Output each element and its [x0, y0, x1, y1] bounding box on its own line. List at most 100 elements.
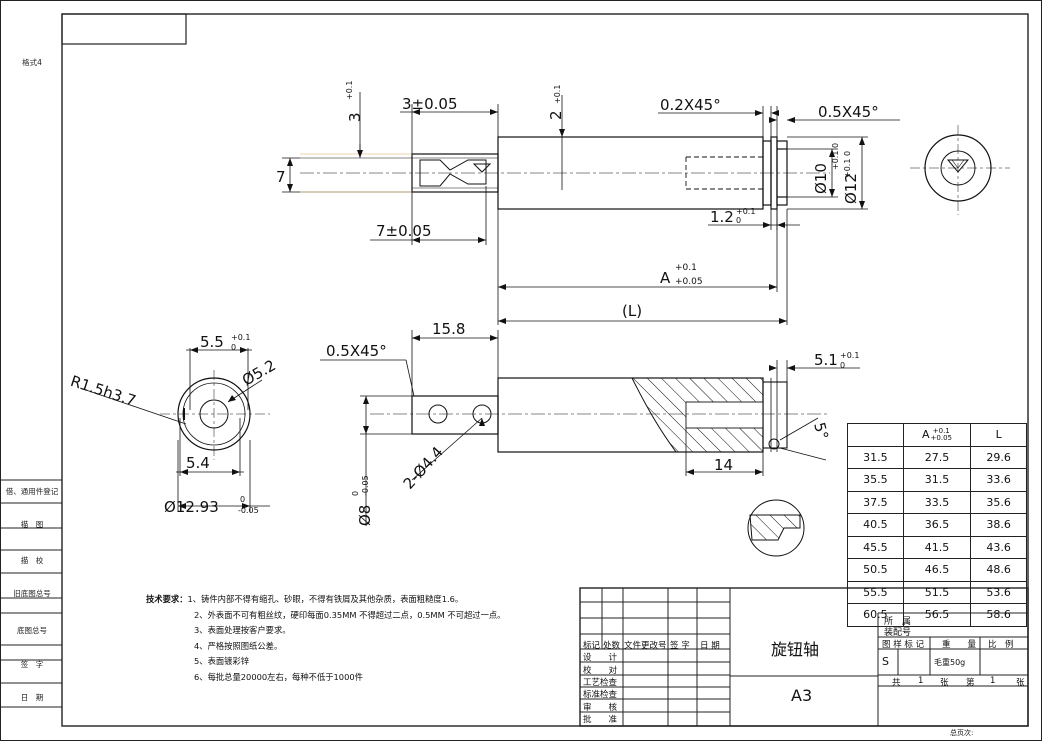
- note-item: 4、严格按照图纸公差。: [194, 640, 283, 651]
- mark-value: S: [882, 655, 889, 668]
- dim-phi12-93-sup: 0: [240, 495, 245, 504]
- role-process: 工艺检查: [583, 678, 618, 688]
- dim-phi5-2: Ø5.2: [239, 356, 279, 389]
- rev-header-sign: 签 字: [670, 641, 690, 651]
- dim-chamfer-02: 0.2X45°: [660, 96, 721, 114]
- dim-phi12: Ø12: [842, 173, 860, 204]
- dim-7pm: 7±0.05: [376, 222, 432, 240]
- strip-label-7: 日 期: [20, 693, 44, 702]
- top-arrows: [287, 109, 865, 324]
- dim-chamfer-05b: 0.5X45°: [326, 342, 387, 360]
- dim-1-2-sub: 0: [736, 216, 741, 225]
- dim-chamfer-05: 0.5X45°: [818, 103, 879, 121]
- strip-label-4: 旧底图总号: [13, 589, 51, 598]
- role-review: 审 核: [583, 703, 618, 713]
- technical-notes: 技术要求：1、铸件内部不得有缩孔、砂眼，不得有铁屑及其他杂质，表面粗糙度1.6。…: [146, 592, 576, 685]
- bushing-labels: 5.5 +0.1 0 R1.5h3.7 Ø5.2 5.4 Ø12.93 0 -0…: [68, 333, 279, 516]
- top-dim-labels: 3 +0.1 3±0.05 2 +0.1 7 7±0.05 0.2X45° 0.…: [276, 81, 879, 320]
- dim-phi12-93-sub: -0.05: [238, 506, 259, 515]
- dim-7: 7: [276, 168, 286, 186]
- dim-phi8: Ø8: [356, 505, 374, 526]
- note-item: 1、铸件内部不得有缩孔、砂眼，不得有铁屑及其他杂质，表面粗糙度1.6。: [187, 594, 464, 604]
- sheet-count-4: 第: [966, 678, 975, 688]
- dim-1-2-sup: +0.1: [736, 207, 755, 216]
- weight-value: 毛重50g: [934, 658, 966, 667]
- rev-header-count: 处数: [603, 641, 621, 651]
- rev-header-date: 日 期: [700, 641, 720, 651]
- footer-label: 总页次:: [950, 729, 974, 737]
- dim-3: 3: [346, 112, 364, 122]
- dim-holes: 2-Ø4.4: [400, 443, 447, 493]
- note-item: 2、外表面不可有粗丝纹，硬印每面0.35MM 不得超过二点，0.5MM 不可超过…: [194, 609, 506, 620]
- drawing-frame: [61, 13, 1029, 727]
- dim-phi12-93: Ø12.93: [164, 498, 219, 516]
- dim-phi12-tol: +0.1 0: [843, 151, 852, 178]
- assembly-no-label: 装配号: [884, 628, 912, 638]
- dim-1-2: 1.2: [710, 208, 734, 226]
- dim-2: 2: [547, 110, 565, 120]
- sheet-count-1: 共: [892, 678, 901, 688]
- part-name: 旋钮轴: [771, 640, 820, 659]
- attr-mark-header: 图 样 标 记: [882, 640, 925, 650]
- strip-label-1: 借、通用件登记: [5, 487, 59, 496]
- sheet-count-6: 张: [1016, 678, 1025, 688]
- notes-title: 技术要求：: [146, 594, 188, 604]
- attr-scale-header: 比 例: [988, 640, 1014, 650]
- dim-5-1: 5.1: [814, 351, 838, 369]
- table-header-cell: [847, 423, 904, 447]
- sheet-count-5: 1: [990, 676, 996, 686]
- dim-3-tol: +0.1: [345, 81, 354, 100]
- assembly-label: 所 属: [884, 617, 912, 627]
- note-item: 3、表面处理按客户要求。: [194, 625, 291, 635]
- table-header-row: A+0.1+0.05 L: [847, 423, 1027, 447]
- attr-weight-header: 重 量: [942, 640, 977, 650]
- left-strip: [0, 479, 62, 708]
- sheet-size: A3: [791, 686, 813, 705]
- dim-5-1-sub: 0: [840, 361, 845, 370]
- section-view: [320, 330, 860, 526]
- end-view: [910, 125, 1010, 215]
- table-header-cell: L: [970, 423, 1027, 447]
- dim-A: A: [660, 269, 671, 287]
- shaft-side-view: [300, 136, 830, 210]
- rev-header-doc: 文件更改号: [624, 641, 667, 651]
- dim-5-4: 5.4: [186, 454, 210, 472]
- dim-5-5: 5.5: [200, 333, 224, 351]
- dim-3pm: 3±0.05: [402, 95, 458, 113]
- sheet-count-2: 1: [918, 676, 924, 686]
- detail-view: [747, 499, 805, 557]
- dim-2-tol: +0.1: [553, 85, 562, 104]
- top-dimensions: [282, 92, 900, 325]
- dim-5-1-sup: +0.1: [840, 351, 859, 360]
- sheet-count-3: 张: [940, 678, 949, 688]
- role-standard: 标准检查: [583, 690, 618, 700]
- note-item: 6、每批总量20000左右，每种不低于1000件: [194, 671, 363, 682]
- note-item: 5、表面镀彩锌: [194, 656, 250, 666]
- dim-phi8-sub: -0.05: [361, 475, 370, 496]
- dim-5-deg: 5°: [810, 420, 832, 441]
- rev-header-mark: 标记: [583, 641, 601, 651]
- strip-label-6: 签 字: [20, 660, 44, 669]
- corner-box: [61, 13, 187, 45]
- dim-radius: R1.5h3.7: [68, 372, 138, 410]
- strip-label-3: 描 校: [20, 556, 44, 565]
- dim-A-sub: +0.05: [675, 277, 703, 287]
- dim-phi8-sup: 0: [351, 491, 360, 496]
- dim-L: (L): [622, 302, 642, 320]
- section-labels: 15.8 0.5X45° Ø8 0 -0.05 2-Ø4.4 14 5.1 +0…: [326, 320, 859, 526]
- dim-5-5-sup: +0.1: [231, 333, 250, 342]
- role-check: 校 对: [583, 666, 618, 676]
- dim-phi10: Ø10: [812, 163, 830, 194]
- dim-15-8: 15.8: [432, 320, 465, 338]
- dim-14: 14: [714, 456, 733, 474]
